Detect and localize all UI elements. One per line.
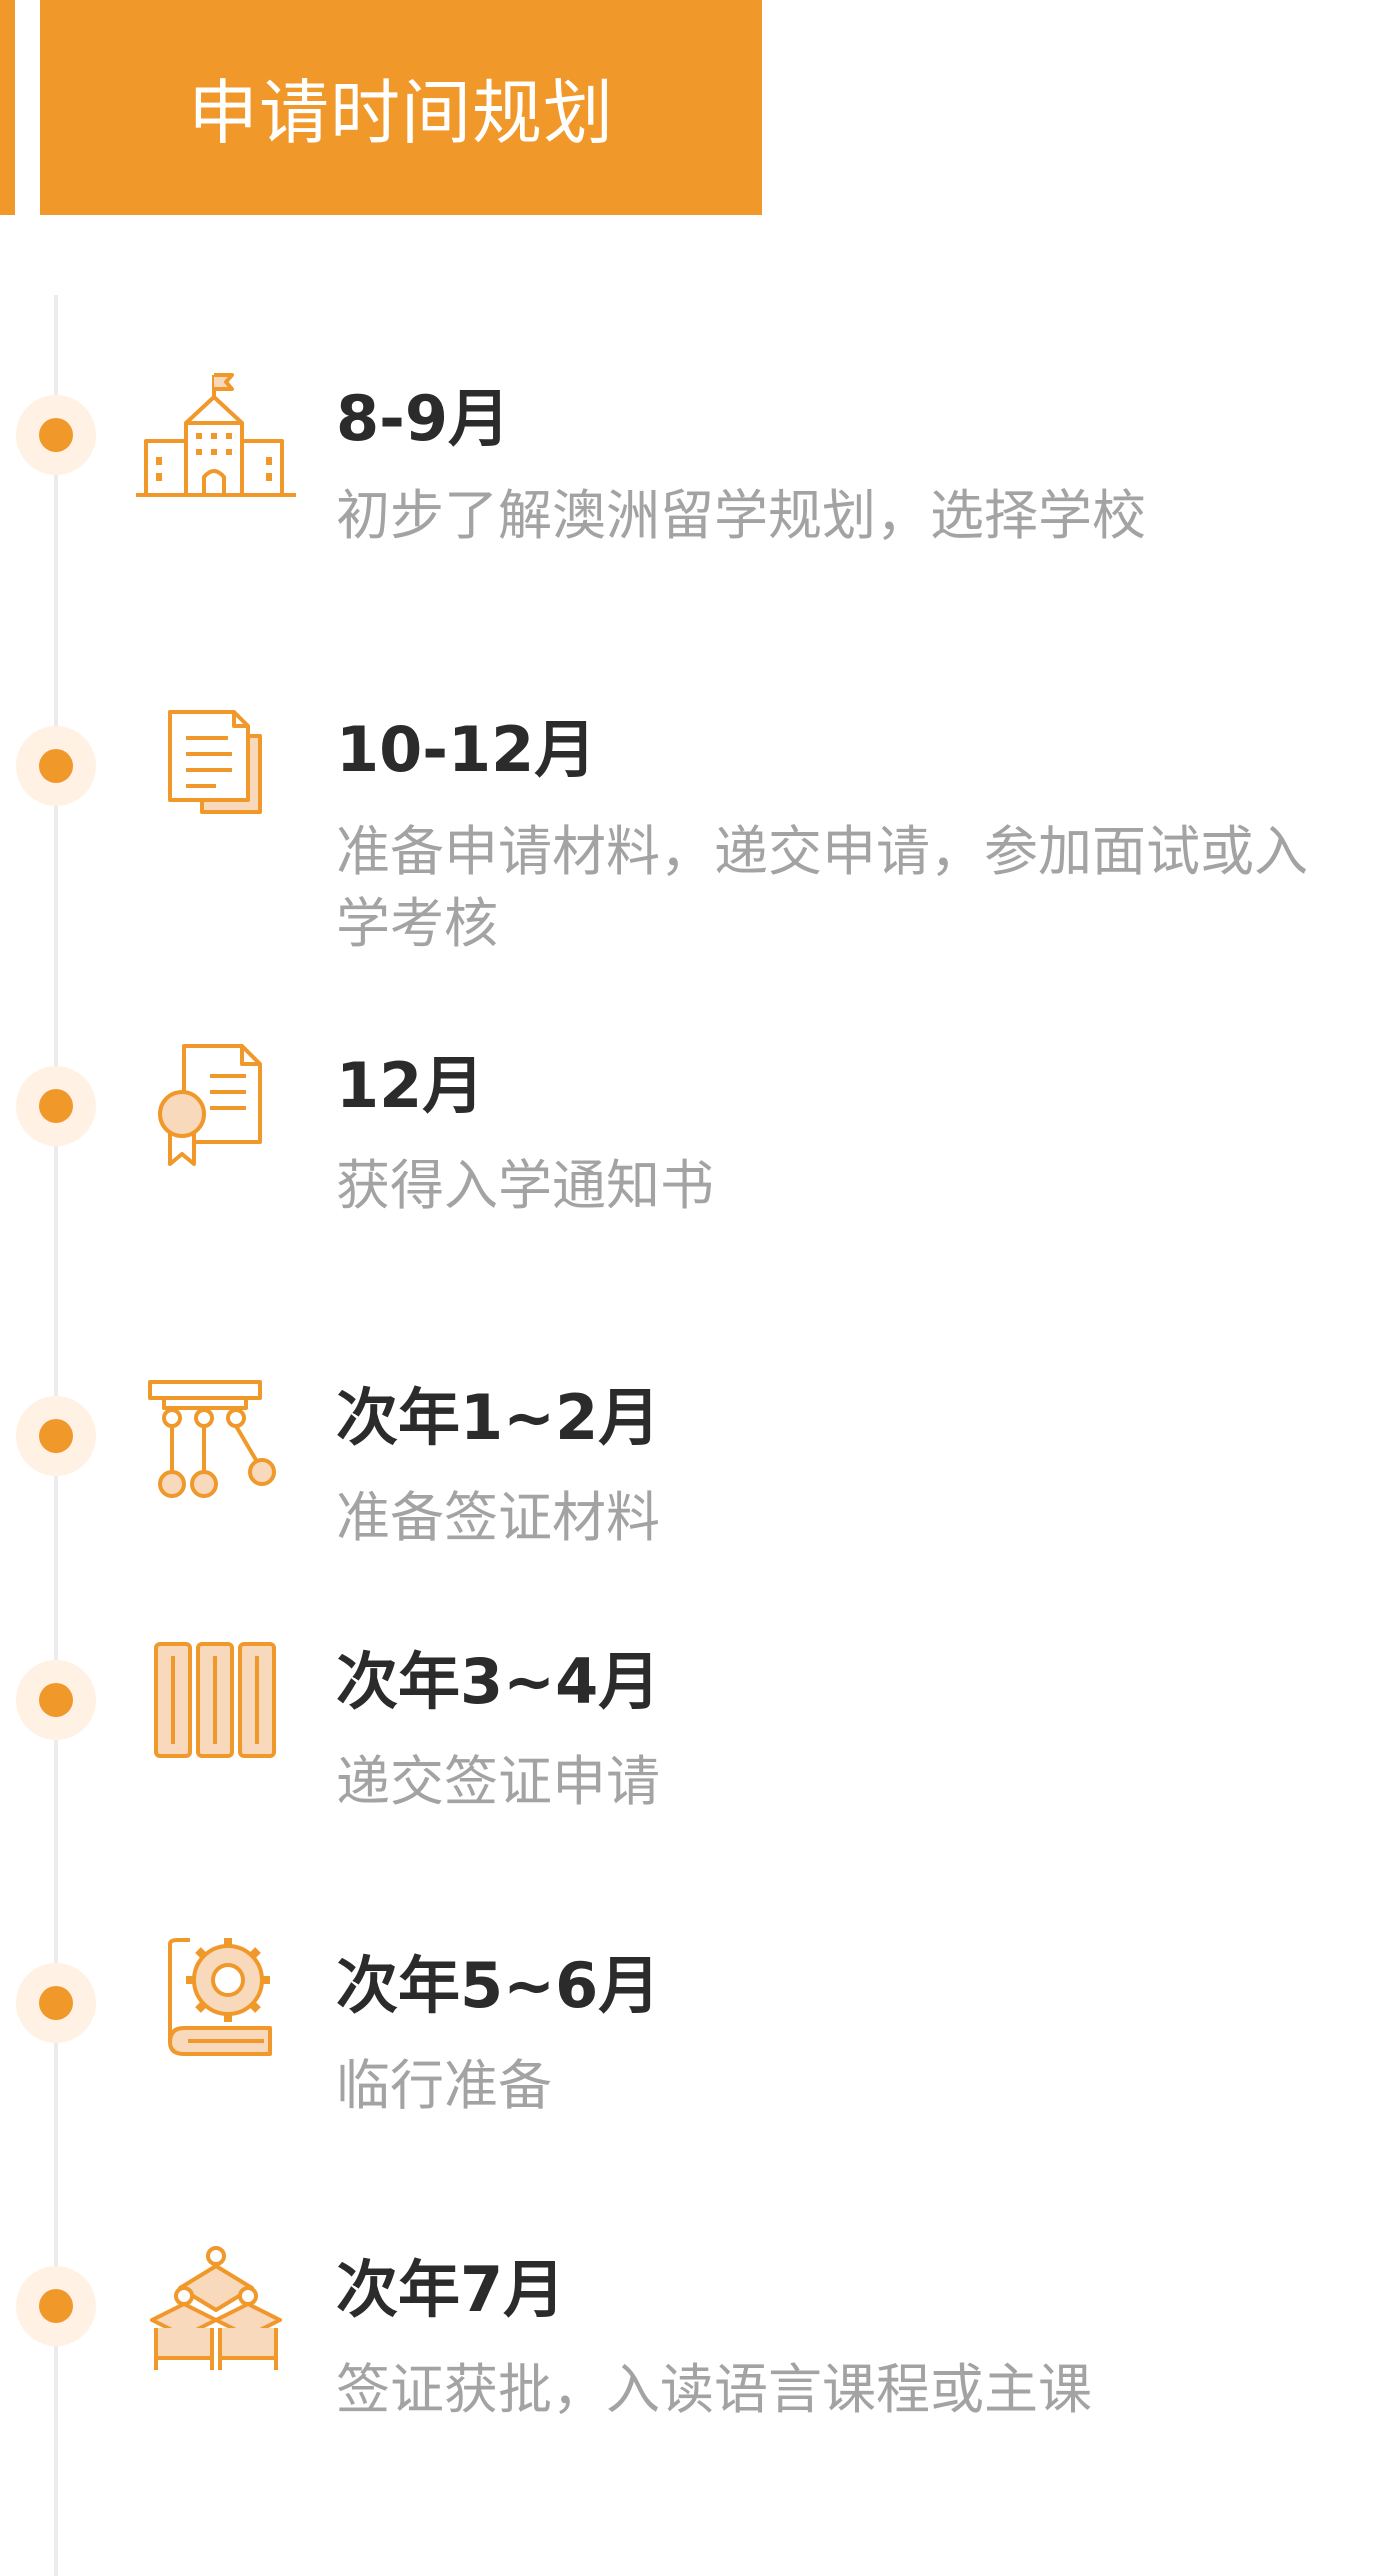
timeline-date: 8-9月 (336, 382, 511, 455)
timeline-description: 递交签证申请 (336, 1750, 660, 1813)
timeline-description: 签证获批，入读语言课程或主课 (336, 2358, 1092, 2421)
timeline-date: 次年3~4月 (336, 1645, 661, 1718)
timeline-dot (16, 726, 96, 806)
graduation-caps-icon (128, 2240, 303, 2380)
school-building-icon (128, 365, 303, 505)
timeline-description: 准备申请材料，递交申请，参加面试或入学考核 (336, 820, 1308, 955)
timeline-date: 次年5~6月 (336, 1949, 661, 2022)
certificate-icon (128, 1036, 303, 1176)
timeline-dot (16, 2266, 96, 2346)
timeline-dot (16, 1396, 96, 1476)
timeline-date: 次年7月 (336, 2253, 566, 2326)
pendulum-icon (128, 1372, 303, 1512)
timeline-dot (16, 1660, 96, 1740)
timeline-dot (16, 395, 96, 475)
timeline-date: 12月 (336, 1049, 485, 1122)
timeline-dot (16, 1066, 96, 1146)
timeline-description: 初步了解澳洲留学规划，选择学校 (336, 484, 1146, 547)
page-title: 申请时间规划 (188, 72, 614, 154)
gear-book-icon (128, 1930, 303, 2070)
binders-icon (128, 1632, 303, 1772)
timeline-description: 获得入学通知书 (336, 1154, 714, 1217)
timeline-date: 10-12月 (336, 713, 597, 786)
timeline-date: 次年1~2月 (336, 1381, 661, 1454)
header-banner: 申请时间规划 (40, 0, 762, 215)
timeline-description: 准备签证材料 (336, 1486, 660, 1549)
timeline-dot (16, 1963, 96, 2043)
timeline-description: 临行准备 (336, 2054, 552, 2117)
header-accent-stripe (0, 0, 15, 215)
documents-icon (128, 700, 303, 840)
